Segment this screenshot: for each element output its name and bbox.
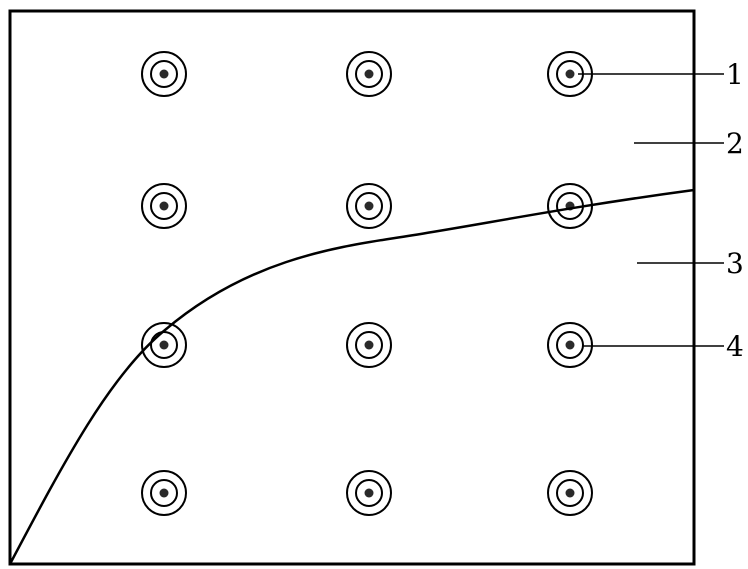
marker-center-dot bbox=[364, 69, 374, 79]
marker-inner-ring bbox=[355, 479, 383, 507]
marker-inner-ring bbox=[150, 479, 178, 507]
callout-label-3: 3 bbox=[726, 247, 744, 280]
marker-center-dot bbox=[565, 69, 575, 79]
marker-inner-ring bbox=[355, 331, 383, 359]
marker-center-dot bbox=[565, 340, 575, 350]
marker-center-dot bbox=[159, 69, 169, 79]
concentric-circle-marker bbox=[346, 470, 392, 516]
marker-inner-ring bbox=[150, 60, 178, 88]
marker-center-dot bbox=[159, 488, 169, 498]
marker-outer-ring bbox=[346, 51, 392, 97]
marker-outer-ring bbox=[346, 470, 392, 516]
marker-center-dot bbox=[364, 340, 374, 350]
marker-inner-ring bbox=[556, 331, 584, 359]
concentric-circle-marker bbox=[141, 51, 187, 97]
marker-outer-ring bbox=[547, 470, 593, 516]
concentric-circle-marker bbox=[547, 470, 593, 516]
concentric-circle-marker bbox=[346, 51, 392, 97]
concentric-circle-marker bbox=[547, 322, 593, 368]
marker-inner-ring bbox=[150, 192, 178, 220]
marker-outer-ring bbox=[141, 183, 187, 229]
marker-outer-ring bbox=[141, 470, 187, 516]
marker-outer-ring bbox=[547, 322, 593, 368]
concentric-circle-marker bbox=[346, 322, 392, 368]
marker-outer-ring bbox=[141, 51, 187, 97]
marker-inner-ring bbox=[355, 192, 383, 220]
marker-outer-ring bbox=[141, 322, 187, 368]
marker-center-dot bbox=[364, 488, 374, 498]
marker-center-dot bbox=[159, 340, 169, 350]
marker-inner-ring bbox=[355, 60, 383, 88]
dividing-curve bbox=[8, 188, 695, 565]
callout-label-4: 4 bbox=[726, 330, 744, 363]
marker-center-dot bbox=[364, 201, 374, 211]
marker-grid bbox=[141, 51, 593, 516]
concentric-circle-marker bbox=[346, 183, 392, 229]
concentric-circle-marker bbox=[141, 183, 187, 229]
boundary-frame bbox=[8, 9, 696, 566]
marker-center-dot bbox=[159, 201, 169, 211]
marker-outer-ring bbox=[346, 183, 392, 229]
marker-inner-ring bbox=[556, 479, 584, 507]
callout-label-1: 1 bbox=[726, 58, 744, 91]
concentric-circle-marker bbox=[141, 470, 187, 516]
marker-center-dot bbox=[565, 488, 575, 498]
marker-outer-ring bbox=[346, 322, 392, 368]
callout-label-2: 2 bbox=[726, 127, 744, 160]
